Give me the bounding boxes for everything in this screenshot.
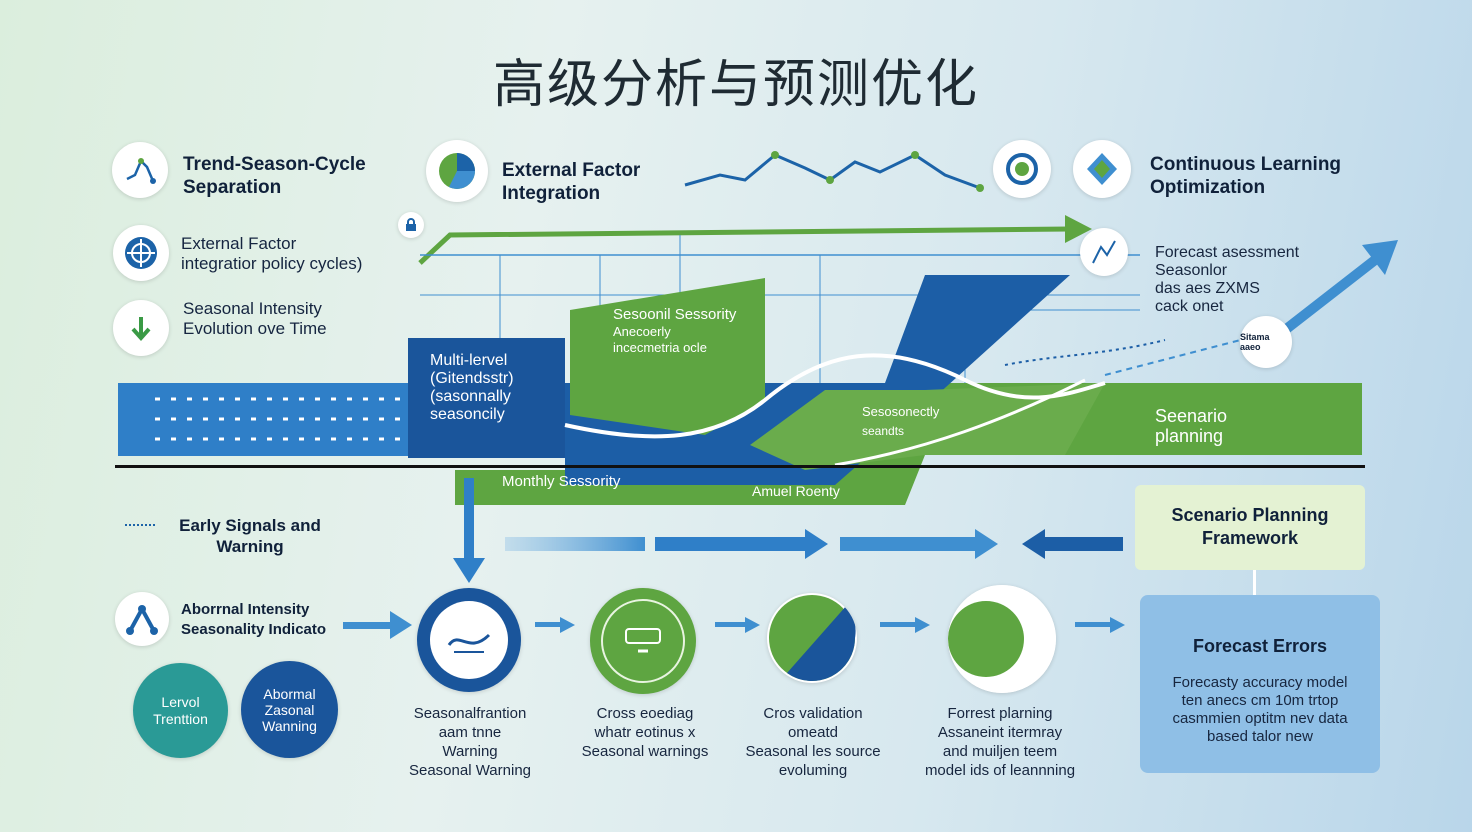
- stage-arrows: [343, 611, 1125, 639]
- rising-blue-arrow: [1104, 240, 1398, 376]
- annual-text: Amuel Roenty: [752, 483, 840, 499]
- abnormal-label: Aborrnal Intensity Seasonality Indicato: [181, 601, 327, 638]
- abnormal-bubble-text: Abormal Zasonal Wanning: [262, 685, 317, 734]
- forecast-errors-box: Forecast Errors Forecasty accuracy model…: [1140, 595, 1380, 773]
- flow-arrows: [505, 529, 1123, 559]
- top-green-arrow: [418, 215, 1092, 265]
- stage-4-caption: Forrest plarning Assaneint itermray and …: [924, 705, 1076, 779]
- seasonality-diagram: [408, 275, 1362, 505]
- stage-1-inner: [430, 601, 508, 679]
- badge-icon: Sitama aaeo: [1240, 316, 1292, 368]
- stage-3-caption: Cros validation omeatd Seasonal les sour…: [745, 705, 881, 779]
- green-top-sub: Anecoerly incecmetria ocle: [613, 324, 707, 355]
- cycle-icon: [993, 140, 1051, 198]
- multi-level-text: Multi-lervel (Gitendsstr) (sasonnally se…: [430, 352, 514, 423]
- stage-3-circle: [767, 593, 857, 683]
- network-icon: [115, 592, 169, 646]
- dotted-marker: [125, 524, 155, 526]
- scenario-framework-box: Scenario Planning Framework: [1135, 485, 1365, 570]
- level-bubble-text: Lervol Trenttion: [153, 693, 208, 727]
- stage-4-circle: [948, 585, 1056, 693]
- connector-line: [1253, 570, 1256, 613]
- abnormal-bubble: Abormal Zasonal Wanning: [241, 661, 338, 758]
- external-top-label: External Factor Integration: [502, 160, 641, 204]
- green-top-text: Sesoonil Sessority: [613, 306, 737, 323]
- trend-icon: [112, 142, 168, 198]
- lock-icon: [398, 212, 424, 238]
- pie-chart-icon: [426, 140, 488, 202]
- stage-2-circle: [590, 588, 696, 694]
- monthly-text: Monthly Sessority: [502, 473, 621, 490]
- seasonal-intensity-label: Seasonal Intensity Evolution ove Time: [183, 299, 327, 338]
- dotted-rows: [155, 397, 405, 441]
- scenario-band-text: Seenario planning: [1155, 406, 1228, 446]
- forecast-errors-body: Forecasty accuracy model ten anecs cm 10…: [1172, 674, 1348, 745]
- page-title: 高级分析与预测优化: [492, 55, 979, 115]
- green-mid-sub: seandts: [862, 424, 905, 438]
- trend-label: Trend-Season-Cycle Separation: [183, 154, 366, 198]
- external-left-label: External Factor integratior policy cycle…: [181, 234, 363, 273]
- stage-2-inner: [601, 599, 685, 683]
- forecast-icon: [1080, 228, 1128, 276]
- forecast-errors-title: Forecast Errors: [1192, 636, 1328, 656]
- down-arrow: [453, 478, 485, 583]
- stage-1-circle: [417, 588, 521, 692]
- continuous-label: Continuous Learning Optimization: [1150, 154, 1342, 198]
- level-bubble: Lervol Trenttion: [133, 663, 228, 758]
- early-label: Early Signals and Warning: [179, 516, 321, 556]
- compass-icon: [113, 225, 169, 281]
- trend-line-chart: [684, 151, 984, 192]
- stage-2-caption: Cross eoediag whatr eotinus x Seasonal w…: [581, 705, 709, 760]
- down-arrow-icon: [113, 300, 169, 356]
- scenario-framework-text: Scenario Planning Framework: [1171, 505, 1329, 548]
- axis-line: [115, 465, 1365, 468]
- stage-1-caption: Seasonalfrantion aam tnne Warning Season…: [408, 705, 531, 779]
- green-mid-text: Sesosonectly: [862, 404, 940, 419]
- forecast-assess-label: Forecast asessment Seasonlor das aes ZXM…: [1155, 244, 1300, 315]
- learning-icon: [1073, 140, 1131, 198]
- badge-text: Sitama aaeo: [1240, 332, 1270, 352]
